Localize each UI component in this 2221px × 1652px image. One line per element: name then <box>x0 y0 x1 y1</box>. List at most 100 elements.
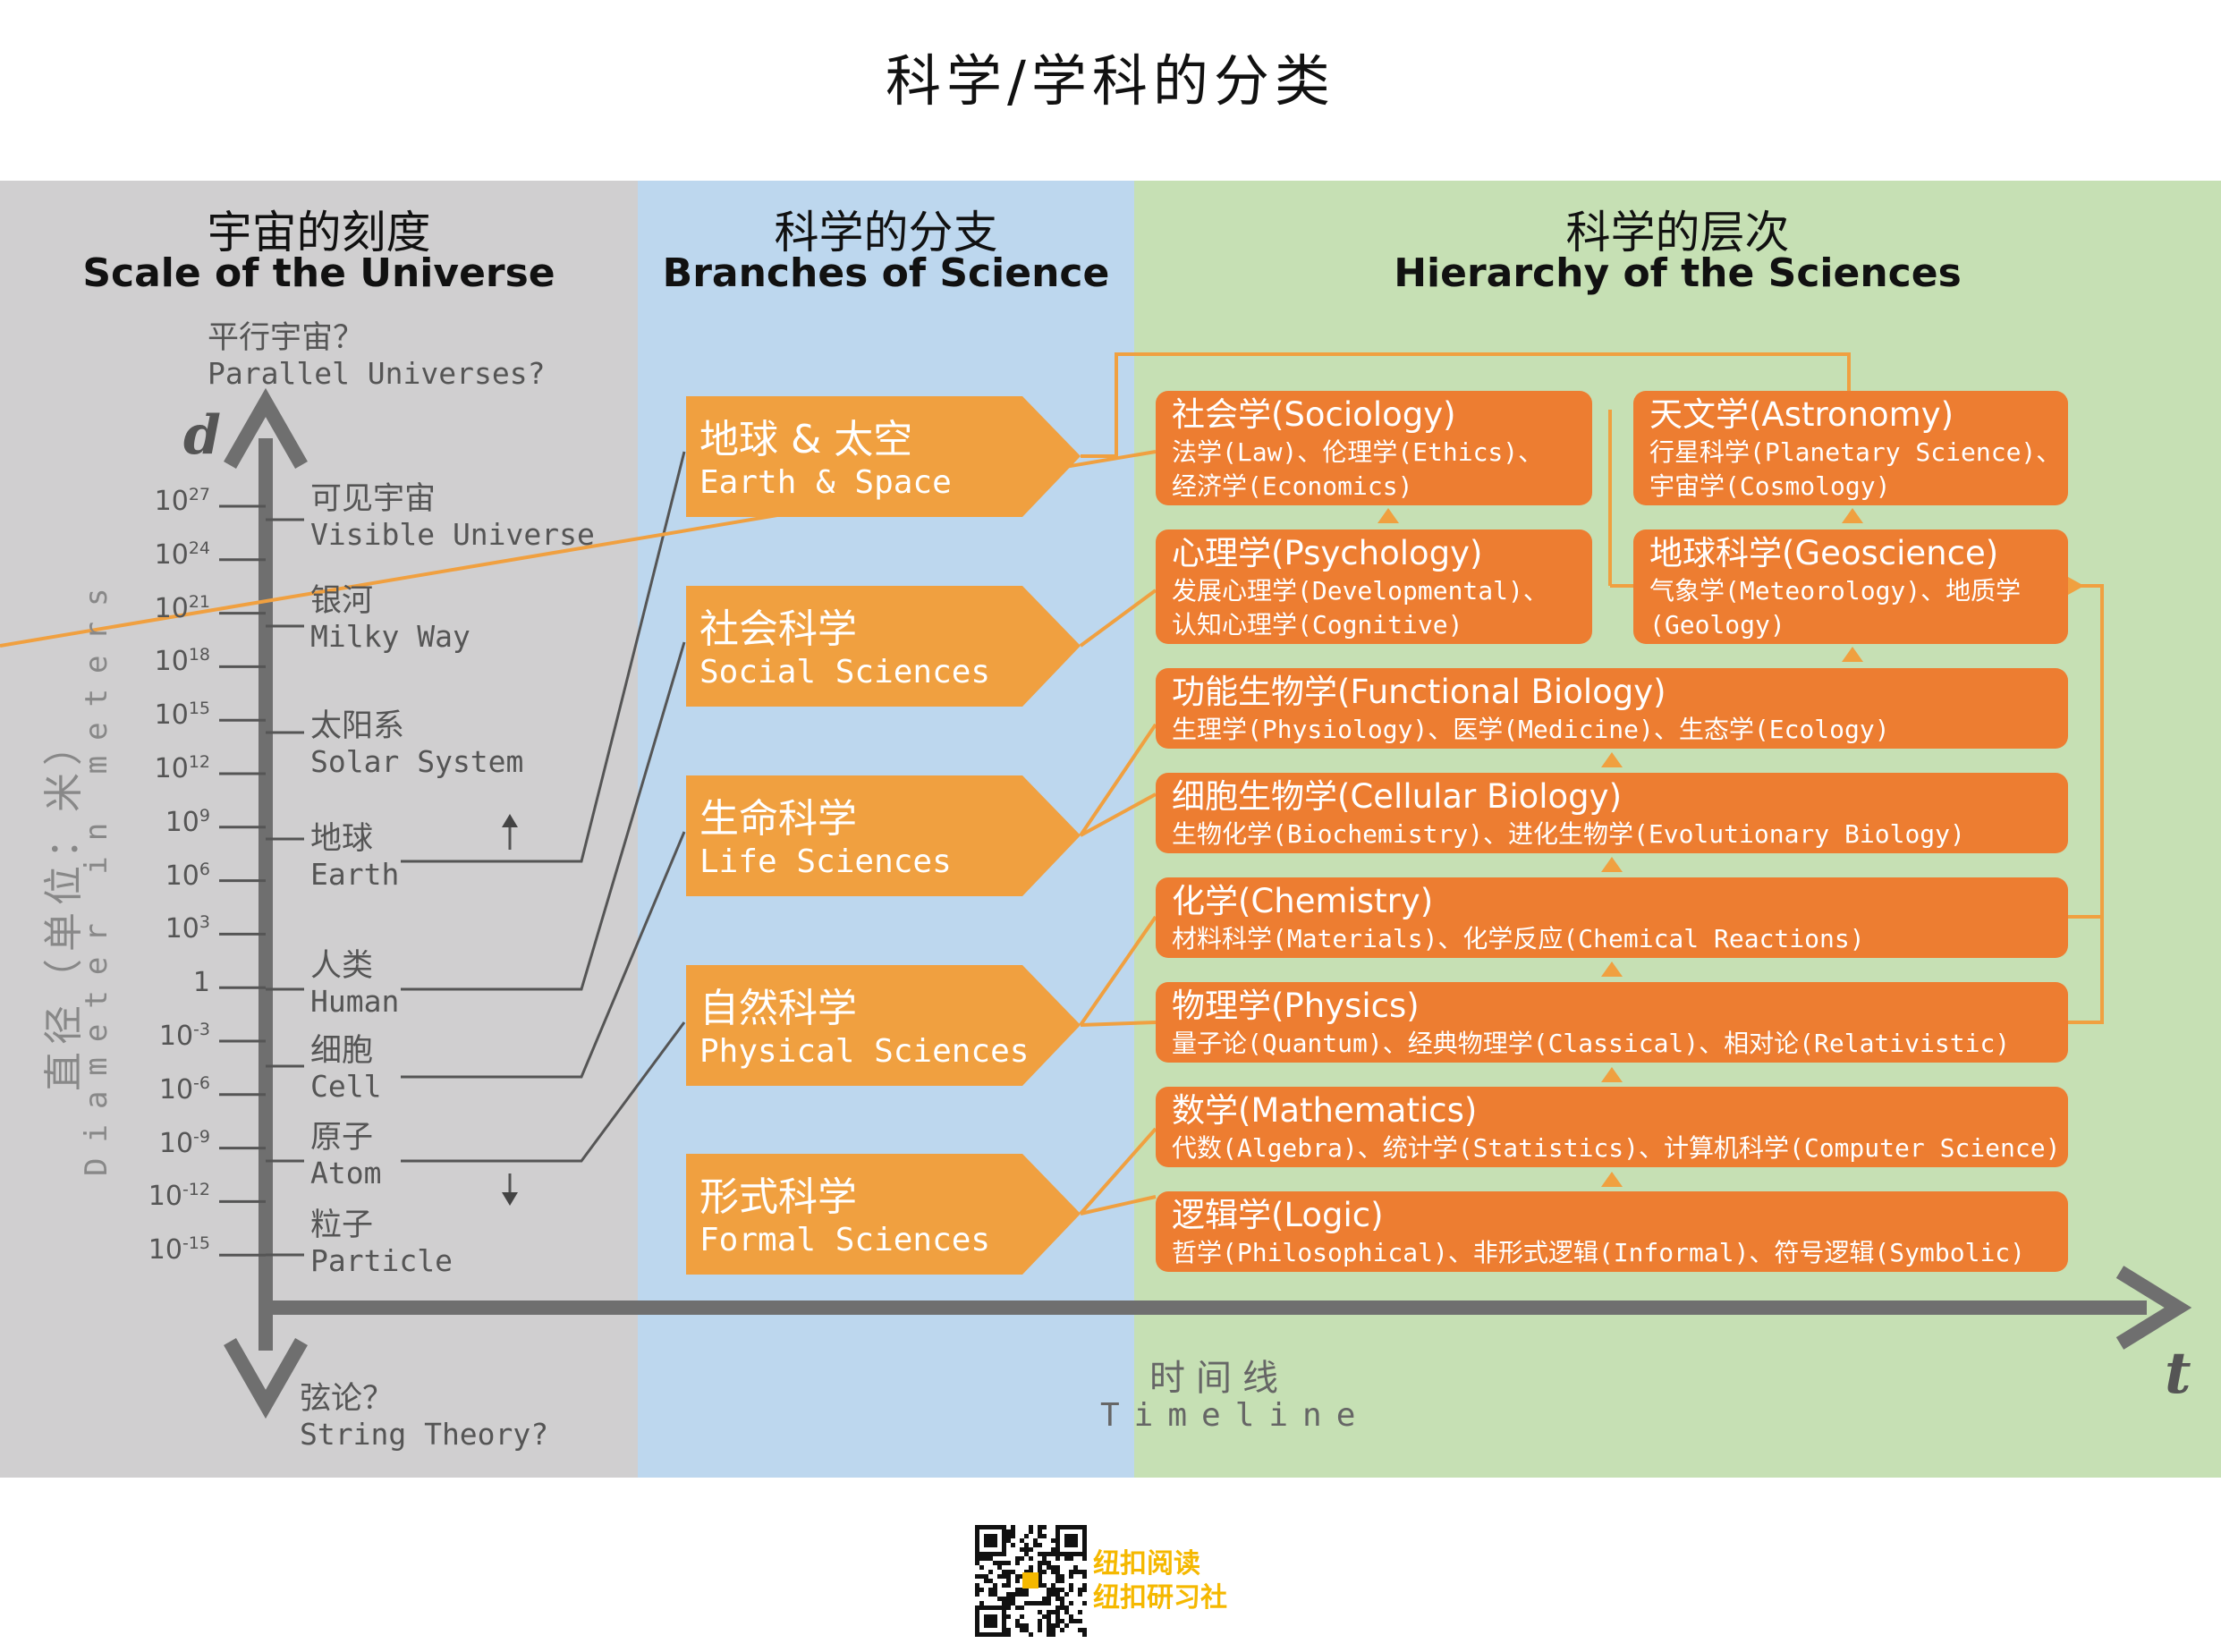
qr-module <box>988 1592 993 1597</box>
qr-module <box>1055 1579 1060 1583</box>
qr-module <box>1024 1552 1029 1556</box>
qr-module <box>1033 1543 1038 1547</box>
qr-module <box>997 1525 1002 1529</box>
qr-module <box>1020 1538 1024 1543</box>
qr-module <box>1055 1592 1060 1597</box>
qr-module <box>993 1525 997 1529</box>
footer-brand: 纽扣阅读 纽扣研习社 <box>1093 1548 1227 1614</box>
qr-module <box>1055 1525 1060 1529</box>
qr-module <box>1047 1588 1051 1592</box>
qr-module <box>1006 1605 1011 1610</box>
qr-module <box>1042 1570 1047 1574</box>
scale-heading-cn: 宇宙的刻度 <box>207 207 431 258</box>
qr-module <box>1051 1623 1055 1628</box>
qr-module <box>1073 1565 1078 1570</box>
box-cellular-biology: 细胞生物学(Cellular Biology) 生物化学(Biochemistr… <box>1156 773 2068 853</box>
qr-module <box>1006 1570 1011 1574</box>
bottom-annotation: 弦论？ String Theory? <box>300 1381 549 1452</box>
qr-module <box>1073 1525 1078 1529</box>
qr-module <box>988 1619 993 1623</box>
hierarchy-step-triangles <box>1378 508 2084 1187</box>
tick-label: 10-12 <box>148 1180 210 1213</box>
qr-module <box>1002 1623 1006 1628</box>
qr-module <box>1073 1619 1078 1623</box>
qr-module <box>975 1588 979 1592</box>
qr-module <box>1082 1534 1087 1538</box>
qr-module <box>1055 1614 1060 1619</box>
qr-module <box>1060 1552 1064 1556</box>
qr-module <box>1060 1574 1064 1579</box>
qr-module <box>1029 1601 1033 1605</box>
qr-module <box>1020 1588 1024 1592</box>
qr-module <box>1024 1628 1029 1632</box>
qr-module <box>1020 1605 1024 1610</box>
qr-module <box>1038 1579 1042 1583</box>
qr-module <box>984 1525 988 1529</box>
qr-module <box>1015 1588 1020 1592</box>
qr-module <box>1082 1628 1087 1632</box>
qr-module <box>1055 1534 1060 1538</box>
tick-label: 106 <box>165 859 210 892</box>
qr-module <box>997 1561 1002 1565</box>
qr-module <box>1020 1614 1024 1619</box>
qr-module <box>975 1529 979 1534</box>
qr-module <box>1060 1619 1064 1623</box>
qr-module <box>1042 1552 1047 1556</box>
tick-label: 1012 <box>154 752 210 784</box>
qr-module <box>993 1619 997 1623</box>
box-psychology: 心理学(Psychology) 发展心理学(Developmental)、 认知… <box>1156 529 1592 644</box>
qr-module <box>988 1525 993 1529</box>
y-axis <box>224 387 308 1419</box>
x-axis-symbol: t <box>2165 1340 2191 1407</box>
qr-module <box>988 1538 993 1543</box>
qr-module <box>1006 1574 1011 1579</box>
qr-module <box>1038 1565 1042 1570</box>
tick-label: 10-3 <box>158 1020 210 1052</box>
qr-module <box>1060 1601 1064 1605</box>
qr-module <box>1055 1623 1060 1628</box>
qr-module <box>1029 1547 1033 1552</box>
qr-module <box>975 1610 979 1614</box>
qr-module <box>993 1583 997 1588</box>
hierarchy-connectors <box>0 352 2104 1216</box>
qr-module <box>979 1574 984 1579</box>
qr-module <box>984 1534 988 1538</box>
tick-label: 10-15 <box>148 1233 210 1267</box>
qr-module <box>975 1552 979 1556</box>
qr-module <box>1011 1601 1015 1605</box>
qr-module <box>1024 1547 1029 1552</box>
qr-module <box>988 1588 993 1592</box>
box-geoscience: 地球科学(Geoscience) 气象学(Meteorology)、地质学 (G… <box>1633 529 2068 644</box>
qr-module <box>1006 1583 1011 1588</box>
qr-module <box>1055 1605 1060 1610</box>
qr-module <box>1047 1592 1051 1597</box>
qr-module <box>1006 1601 1011 1605</box>
qr-module <box>979 1525 984 1529</box>
tick-label: 1024 <box>154 538 210 571</box>
qr-module <box>1047 1614 1051 1619</box>
qr-module <box>1069 1619 1073 1623</box>
qr-module <box>1011 1570 1015 1574</box>
qr-module <box>1038 1619 1042 1623</box>
qr-module <box>1055 1543 1060 1547</box>
qr-module <box>975 1534 979 1538</box>
qr-module <box>1082 1632 1087 1637</box>
qr-module <box>975 1543 979 1547</box>
qr-module <box>984 1605 988 1610</box>
qr-module <box>1020 1628 1024 1632</box>
qr-module <box>1082 1588 1087 1592</box>
hierarchy-heading-en: Hierarchy of the Sciences <box>1394 250 1962 296</box>
qr-module <box>1006 1534 1011 1538</box>
qr-module <box>1051 1628 1055 1632</box>
qr-module <box>1042 1614 1047 1619</box>
qr-module <box>1015 1592 1020 1597</box>
qr-module <box>1029 1556 1033 1561</box>
qr-module <box>1047 1601 1051 1605</box>
box-chemistry: 化学(Chemistry) 材料科学(Materials)、化学反应(Chemi… <box>1156 877 2068 958</box>
qr-module <box>1038 1601 1042 1605</box>
qr-module <box>1073 1534 1078 1538</box>
